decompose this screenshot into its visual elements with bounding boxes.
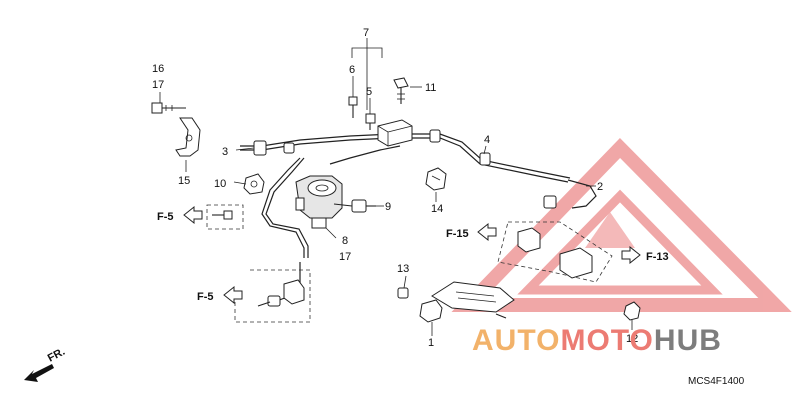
part-clamp-10 (243, 173, 265, 195)
ref-f5-bottom-arrow (223, 285, 243, 305)
ref-f15-arrow (477, 222, 497, 242)
label-part-16: 16 (152, 63, 164, 75)
label-part-14: 14 (431, 203, 443, 215)
ref-f13-arrow (621, 245, 641, 265)
part-number-labels: 16 17 15 3 7 6 5 11 4 2 10 9 14 8 17 13 … (152, 27, 638, 349)
part-bolt-16 (151, 102, 186, 114)
reference-f5-bottom: F-5 (197, 285, 243, 305)
ref-f13-label: F-13 (646, 251, 669, 263)
watermark-word-auto: AUTOMOTOHUB (472, 324, 722, 357)
part-fitting-9 (351, 199, 376, 213)
watermark-wordmark: AUTOMOTOHUB (472, 324, 722, 357)
reference-f5-left: F-5 (157, 205, 203, 225)
label-part-17-upper: 17 (152, 79, 164, 91)
reference-f15: F-15 (446, 222, 497, 242)
part-proportioning-valve-8 (295, 175, 353, 229)
leader-lines (159, 76, 633, 336)
part-union-block-5 (377, 119, 413, 147)
part-bracket-15 (175, 117, 201, 157)
reference-f13: F-13 (621, 245, 669, 265)
watermark-auto: AUTO (472, 324, 560, 357)
ref-f5-left-label: F-5 (157, 211, 174, 223)
label-part-6: 6 (349, 64, 355, 76)
ref-f15-label: F-15 (446, 228, 469, 240)
label-part-11: 11 (425, 82, 436, 94)
diagram-code: MCS4F1400 (688, 376, 745, 387)
part-clip-14 (425, 167, 447, 191)
part-lower-bracket (257, 279, 305, 307)
label-part-3: 3 (222, 146, 228, 158)
label-part-8: 8 (342, 235, 348, 247)
part-bracket-1 (419, 281, 515, 323)
part-nut-12 (623, 301, 641, 321)
front-arrow-icon (24, 364, 54, 382)
label-part-9: 9 (385, 201, 391, 213)
part-flare-nut-4 (429, 129, 491, 166)
part-bolt-left-box (212, 210, 233, 220)
label-part-12: 12 (626, 333, 638, 345)
watermark-logo-triangle (451, 137, 792, 312)
leader-bracket-7 (351, 38, 383, 110)
part-nut-13 (397, 287, 409, 299)
ref-f5-left-arrow (183, 205, 203, 225)
part-bolt-6 (348, 96, 358, 118)
front-label: FR. (46, 346, 67, 365)
watermark-hub: HUB (654, 324, 722, 357)
label-part-10: 10 (214, 178, 226, 190)
label-part-4: 4 (484, 134, 490, 146)
front-direction-indicator: FR. (24, 346, 67, 382)
label-part-1: 1 (428, 337, 434, 349)
watermark-moto: MOTO (560, 324, 653, 357)
label-part-17-lower: 17 (339, 251, 351, 263)
detail-boxes (206, 204, 613, 323)
label-part-2: 2 (597, 181, 603, 193)
part-nut-5 (365, 113, 376, 130)
label-part-15-lower: 15 (178, 175, 190, 187)
label-part-7: 7 (363, 27, 369, 39)
part-right-block (517, 195, 593, 279)
part-bolt-11 (393, 77, 409, 104)
label-part-5: 5 (366, 86, 372, 98)
label-part-13: 13 (397, 263, 409, 275)
ref-f5-bottom-label: F-5 (197, 291, 214, 303)
